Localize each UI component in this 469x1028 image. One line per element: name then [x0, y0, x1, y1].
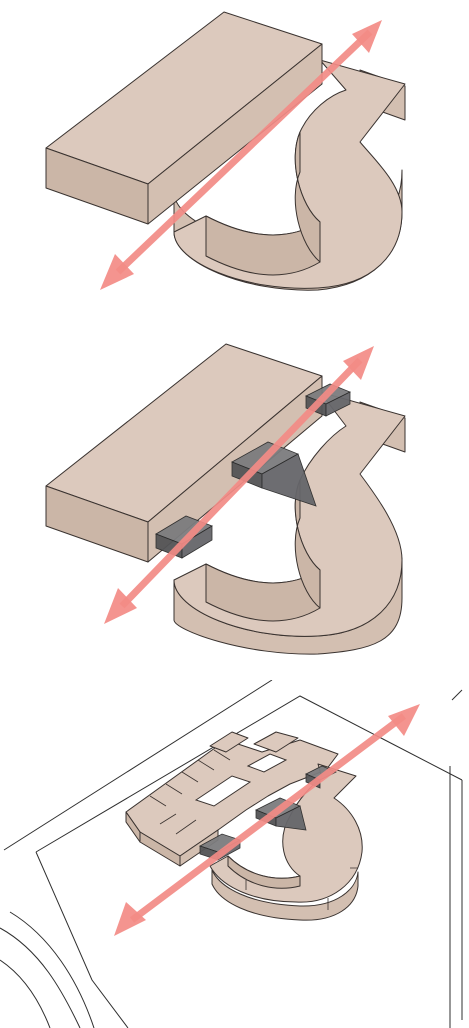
stage-2-massing-diagram	[0, 330, 469, 660]
detailed-building-mass	[126, 732, 362, 920]
axis-arrow-head-end	[388, 704, 420, 736]
site-road-1	[0, 928, 80, 1028]
site-road-2	[10, 912, 94, 1028]
site-corner	[452, 690, 462, 700]
stage-3-site-diagram	[0, 680, 469, 1028]
axis-arrow-head-start	[114, 902, 146, 936]
site-edge-left	[36, 852, 128, 1028]
site-road-3	[0, 960, 50, 1028]
stage-1-massing-diagram	[0, 0, 469, 300]
